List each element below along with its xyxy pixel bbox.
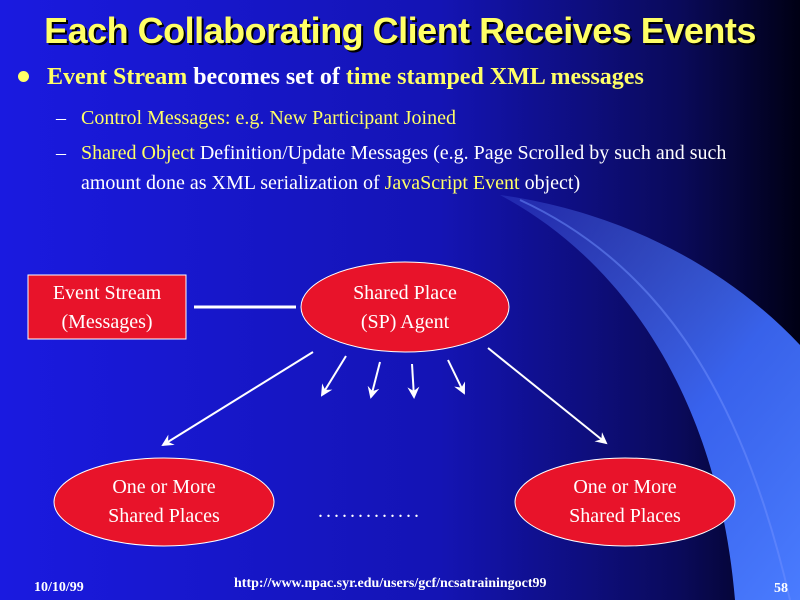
slide-title: Each Collaborating Client Receives Event… — [44, 10, 756, 51]
sub-text-object: object) — [519, 172, 581, 194]
dash-icon: – — [56, 142, 66, 164]
left-places-line1: One or More — [112, 476, 216, 498]
event-stream-label: Event Stream (Messages) — [28, 279, 186, 337]
arrow-down-4 — [447, 359, 466, 395]
bullet-dot-icon — [18, 70, 29, 82]
sp-agent-label: Shared Place (SP) Agent — [301, 279, 509, 337]
arrow-to-right-places — [487, 347, 608, 445]
sub-text-shared-object: Shared Object — [81, 142, 195, 164]
sub-text-definition: Definition/Update Messages (e.g. Page Sc… — [81, 142, 727, 194]
left-places-label: One or More Shared Places — [54, 473, 274, 531]
bullet-text-middle: becomes set of — [187, 64, 346, 90]
arrow-down-2 — [367, 361, 381, 399]
arrow-to-left-places — [161, 351, 314, 447]
event-stream-line2: (Messages) — [61, 311, 153, 333]
right-places-label: One or More Shared Places — [515, 473, 735, 531]
footer-url[interactable]: http://www.npac.syr.edu/users/gcf/ncsatr… — [234, 576, 547, 591]
ellipsis-dots: ............. — [318, 500, 422, 522]
event-stream-line1: Event Stream — [52, 282, 162, 304]
left-places-line2: Shared Places — [108, 505, 220, 527]
sp-agent-line2: (SP) Agent — [360, 311, 450, 333]
arrow-down-3 — [407, 363, 420, 399]
main-bullet: Event Stream becomes set of time stamped… — [18, 64, 644, 91]
sp-agent-ellipse — [300, 261, 510, 353]
bullet-text-event-stream: Event Stream — [47, 64, 188, 90]
sub-bullet-shared-object: – Shared Object Definition/Update Messag… — [56, 138, 786, 198]
footer-date: 10/10/99 — [34, 580, 84, 595]
dash-icon: – — [56, 107, 66, 129]
sub-text-control-messages: Control Messages — [81, 107, 225, 129]
left-shared-places-ellipse — [53, 457, 275, 547]
event-stream-box — [27, 274, 187, 340]
sp-agent-line1: Shared Place — [353, 282, 457, 304]
sub-bullet-control: – Control Messages: e.g. New Participant… — [56, 103, 786, 133]
sub-text-new-participant: : e.g. New Participant Joined — [224, 107, 456, 129]
arrow-down-1 — [320, 355, 347, 397]
right-shared-places-ellipse — [514, 457, 736, 547]
bullet-text-xml: time stamped XML messages — [345, 64, 644, 90]
right-places-line2: Shared Places — [569, 505, 681, 527]
right-places-line1: One or More — [573, 476, 677, 498]
footer-page-number: 58 — [774, 581, 788, 596]
sub-text-javascript-event: JavaScript Event — [384, 172, 520, 194]
